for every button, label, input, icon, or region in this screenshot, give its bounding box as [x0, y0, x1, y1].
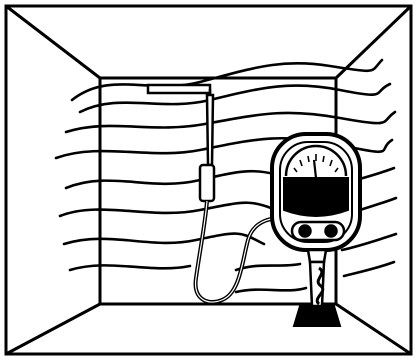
streamline	[236, 288, 306, 292]
streamline	[236, 264, 300, 270]
ceiling-edge-left	[6, 6, 100, 78]
streamline	[344, 262, 394, 276]
ceiling-edge-right	[336, 6, 411, 78]
meter-knob-right	[325, 225, 337, 237]
probe-sensor-head	[148, 85, 210, 93]
anemometer-meter	[272, 134, 360, 326]
streamline	[70, 265, 190, 270]
streamline	[66, 112, 395, 132]
streamline	[64, 234, 264, 244]
streamline	[360, 198, 396, 210]
handle-base	[294, 306, 340, 326]
probe-grip	[200, 165, 214, 201]
floor-edge-right	[336, 304, 411, 354]
meter-knob-left	[299, 225, 311, 237]
probe-cable	[196, 201, 276, 302]
streamline	[80, 84, 390, 112]
probe-rod	[207, 95, 213, 165]
streamline	[60, 203, 282, 216]
floor-edge-left	[6, 304, 100, 354]
analog-gauge-dial	[284, 146, 348, 216]
